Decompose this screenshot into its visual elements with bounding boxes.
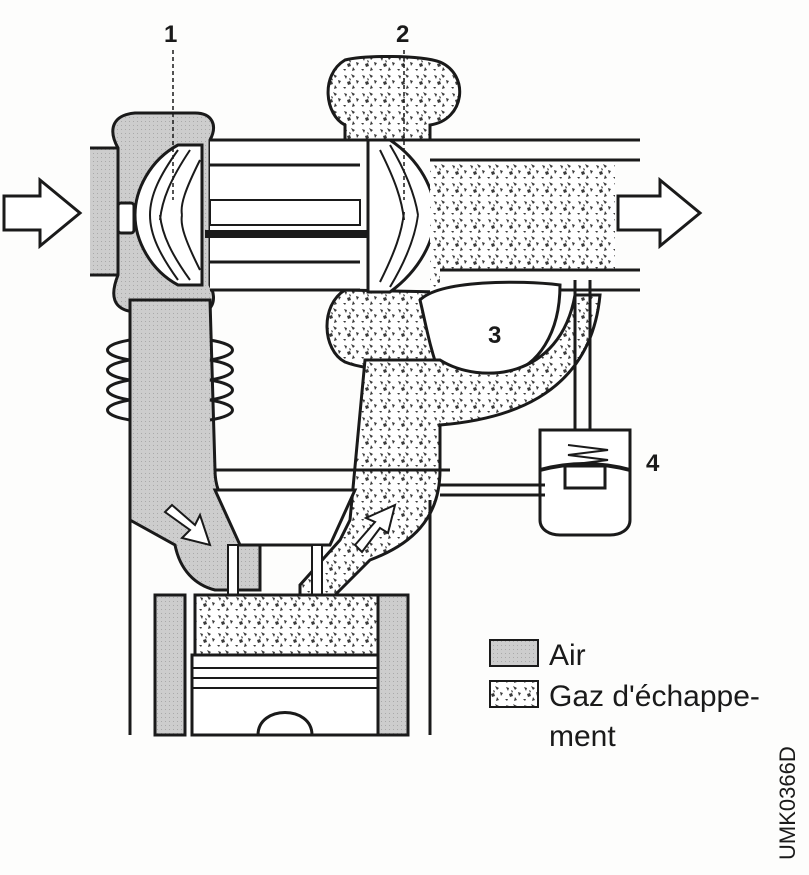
wastegate-bypass [418,280,562,377]
legend-exhaust-label-cont: ment [549,720,616,753]
combustion-chamber [193,593,382,657]
piston-pin [256,711,314,736]
turbo-shaft [205,230,375,238]
legend-exhaust-label: Gaz d'échappe- [549,680,760,713]
intake-valve [227,544,239,596]
bellows-left [106,338,131,422]
legend-exhaust-swatch [489,680,539,708]
callout-3: 3 [488,322,501,349]
cylinder-wall-right [376,593,410,737]
cylinder-wall-left [153,593,187,737]
exhaust-out-arrow [616,176,703,250]
air-intake-duct [90,148,118,275]
legend-air-swatch [489,639,539,667]
legend-air-label: Air [549,639,586,672]
figure-code: UMK0366D [775,746,800,860]
air-flow-arrow [163,503,212,547]
actuator-diaphragm [539,462,631,472]
bellows-right [209,338,234,422]
callout-2: 2 [396,21,409,48]
exhaust-flow-arrow [353,503,397,554]
actuator-spring [567,444,609,466]
piston [190,653,380,737]
cylinder-head [212,488,358,547]
callout-4: 4 [646,450,660,477]
exhaust-outlet-pipe [430,160,615,292]
air-intake-arrow [2,176,83,250]
compressor-nut [116,201,136,235]
exhaust-valve [311,544,323,596]
turbine-wheel [366,138,437,294]
turbine-scroll-top [326,55,462,142]
callout-1: 1 [164,21,177,48]
